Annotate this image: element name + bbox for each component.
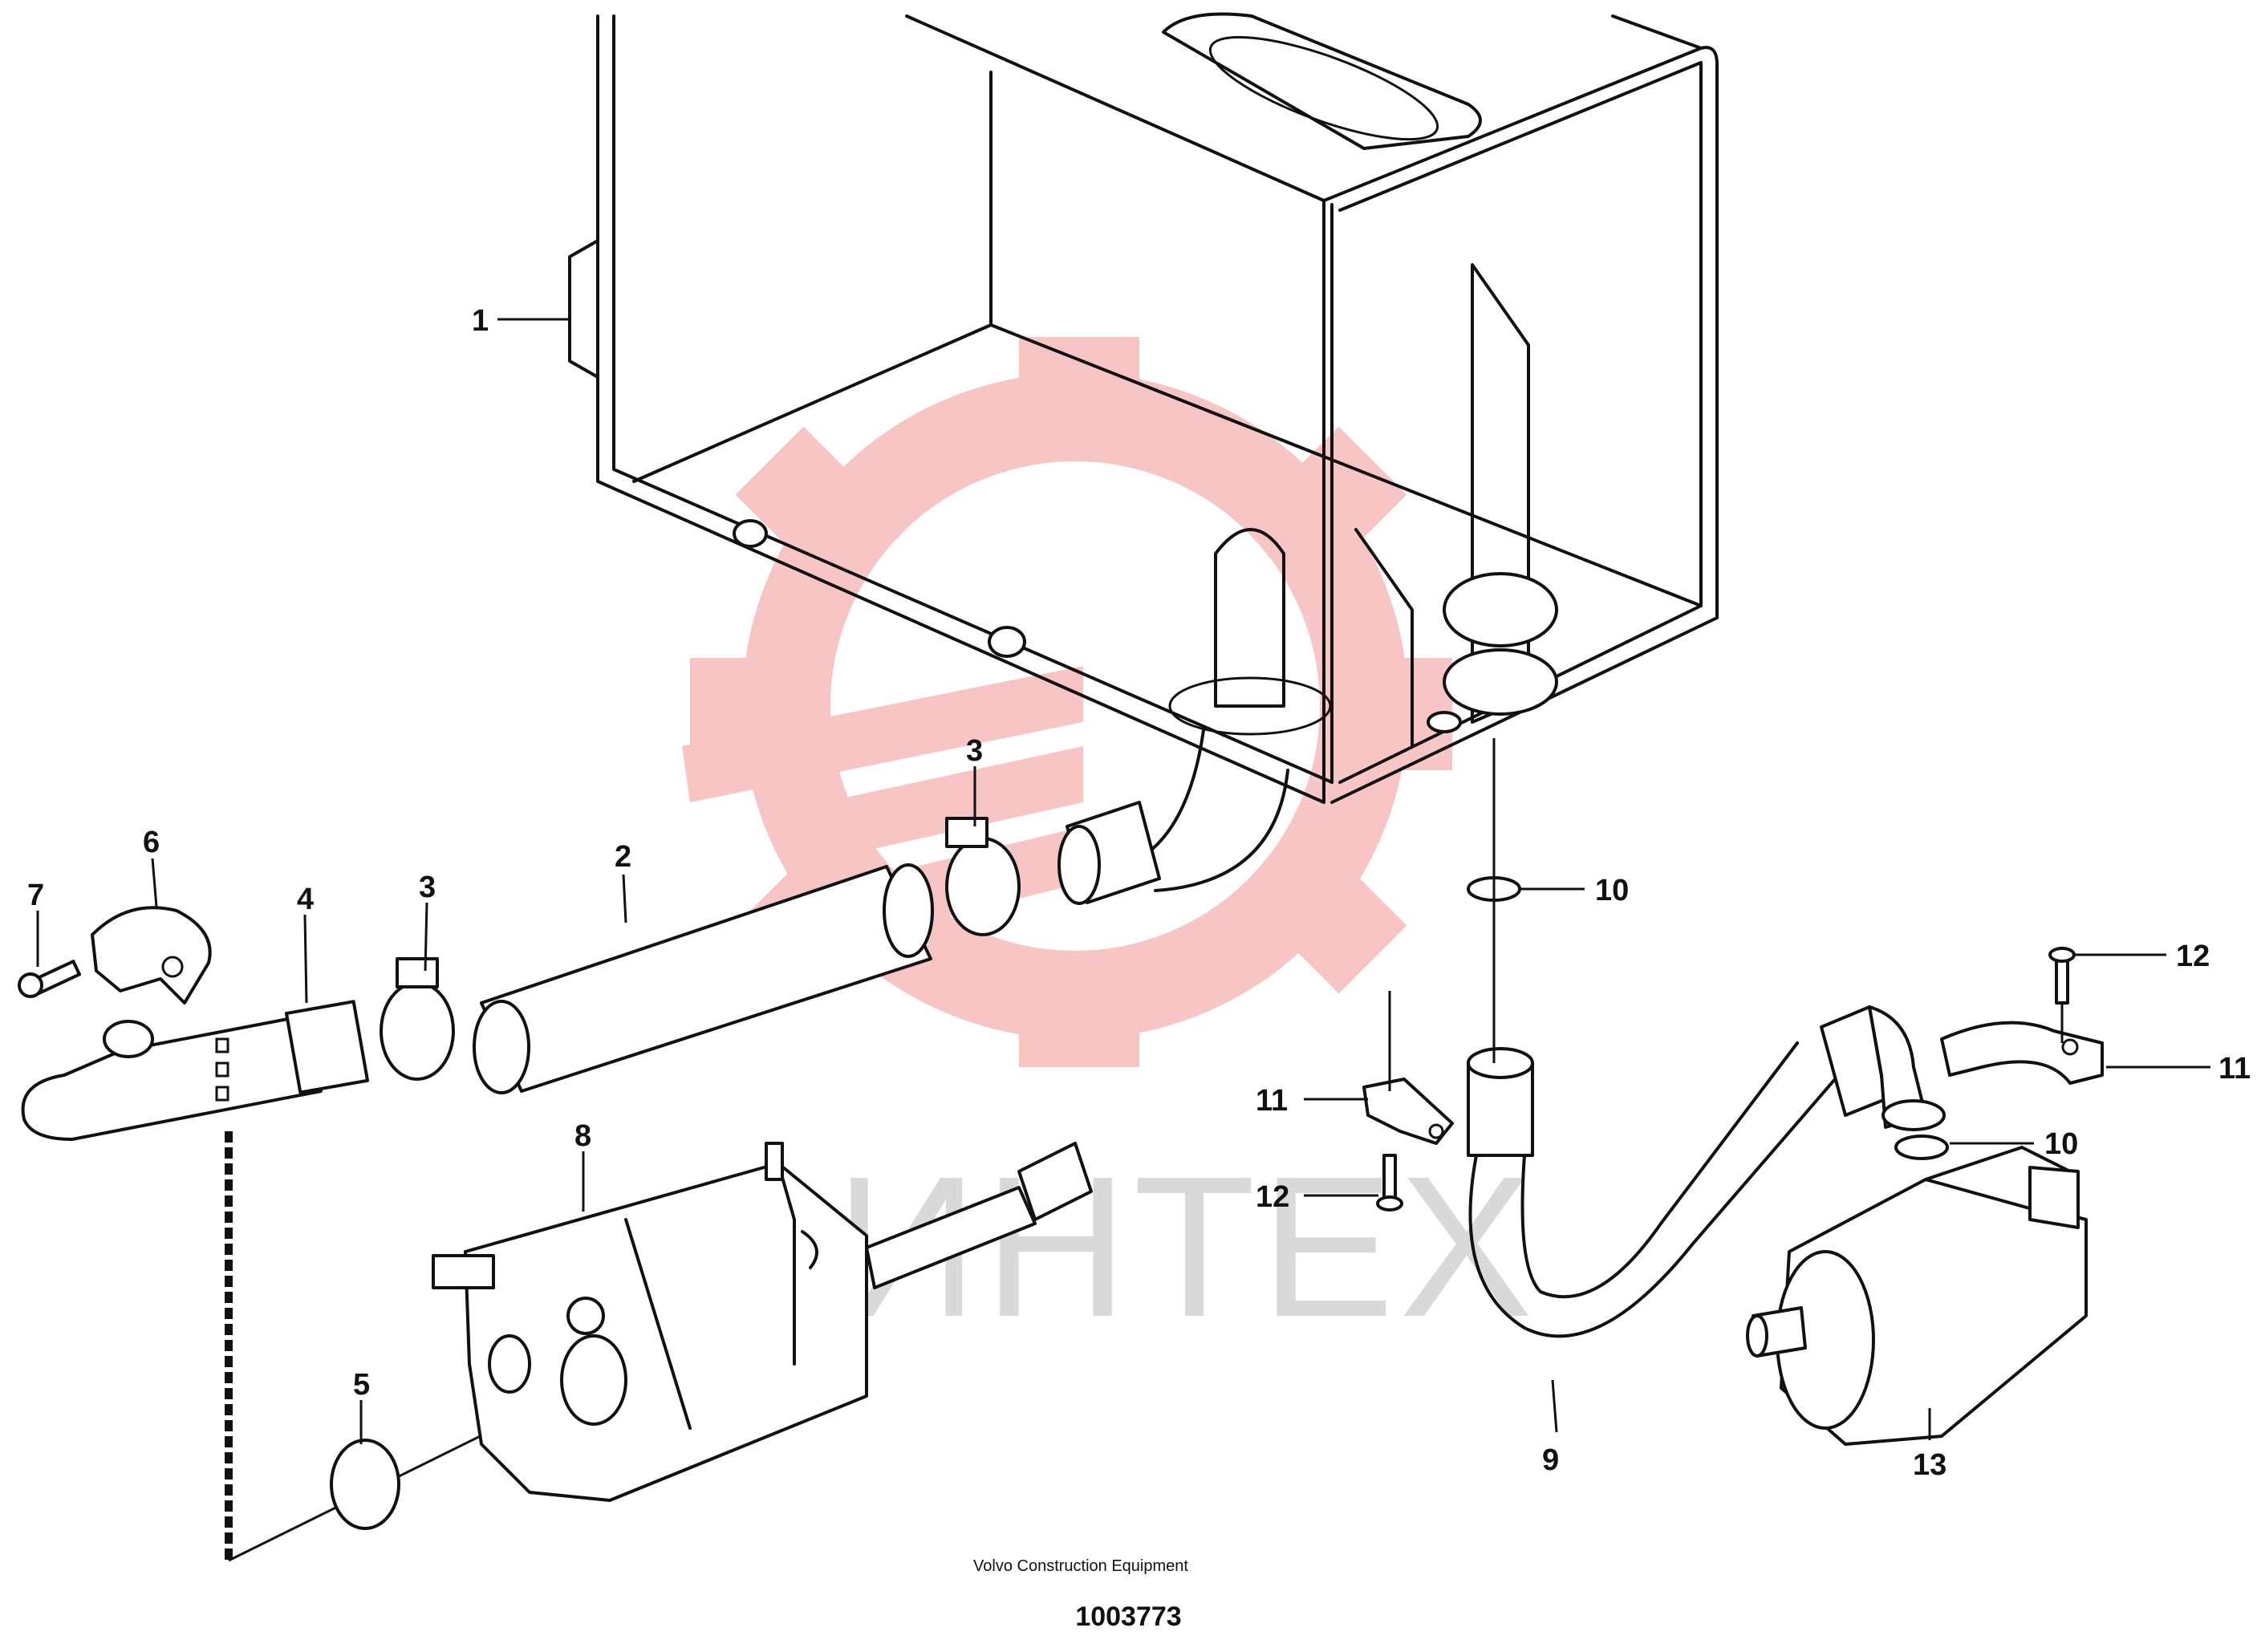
callout-1: 1	[472, 304, 489, 338]
callout-13: 13	[1913, 1448, 1946, 1482]
callout-11-right: 11	[2218, 1052, 2251, 1086]
diagram-code: 1003773	[1075, 1601, 1182, 1632]
tank-fitting	[1057, 801, 1161, 905]
callout-labels: 1 2 3 3 4 5 6 7 8 9 10 10 11 11 12 12 13	[27, 304, 2251, 1482]
callout-12-right: 12	[2176, 940, 2210, 973]
manufacturer-name: Volvo Construction Equipment	[973, 1557, 1188, 1575]
callout-3-left: 3	[419, 871, 436, 904]
o-ring	[330, 1439, 400, 1530]
callout-10-upper: 10	[1595, 874, 1629, 907]
hydraulic-pump	[432, 1142, 1093, 1502]
leader-lines	[36, 318, 2210, 1444]
hydraulic-tank	[568, 12, 1719, 892]
callout-4: 4	[297, 883, 314, 916]
callout-2: 2	[615, 840, 631, 874]
o-ring-lower	[1894, 1134, 1949, 1160]
flange-half	[91, 906, 212, 1005]
callout-12-left: 12	[1256, 1180, 1289, 1214]
callout-10-lower: 10	[2044, 1127, 2078, 1161]
suction-hose	[1467, 1005, 1946, 1338]
flange-half-left	[1362, 1078, 1454, 1145]
hose	[473, 863, 934, 1094]
screw-right	[2048, 947, 2076, 1005]
callout-9: 9	[1542, 1443, 1559, 1477]
screw	[18, 960, 81, 998]
callout-8: 8	[574, 1119, 591, 1153]
elbow-pipe	[21, 1000, 370, 1141]
callout-5: 5	[353, 1368, 370, 1402]
callout-11-left: 11	[1256, 1084, 1288, 1118]
flange-half-right	[1940, 1021, 2104, 1085]
callout-3-right: 3	[966, 734, 983, 768]
hose-clamp	[380, 817, 1021, 1081]
callout-7: 7	[27, 879, 44, 912]
callout-6: 6	[143, 826, 160, 859]
hydraulic-motor	[1746, 1146, 2088, 1446]
screw-left	[1376, 1154, 1403, 1212]
